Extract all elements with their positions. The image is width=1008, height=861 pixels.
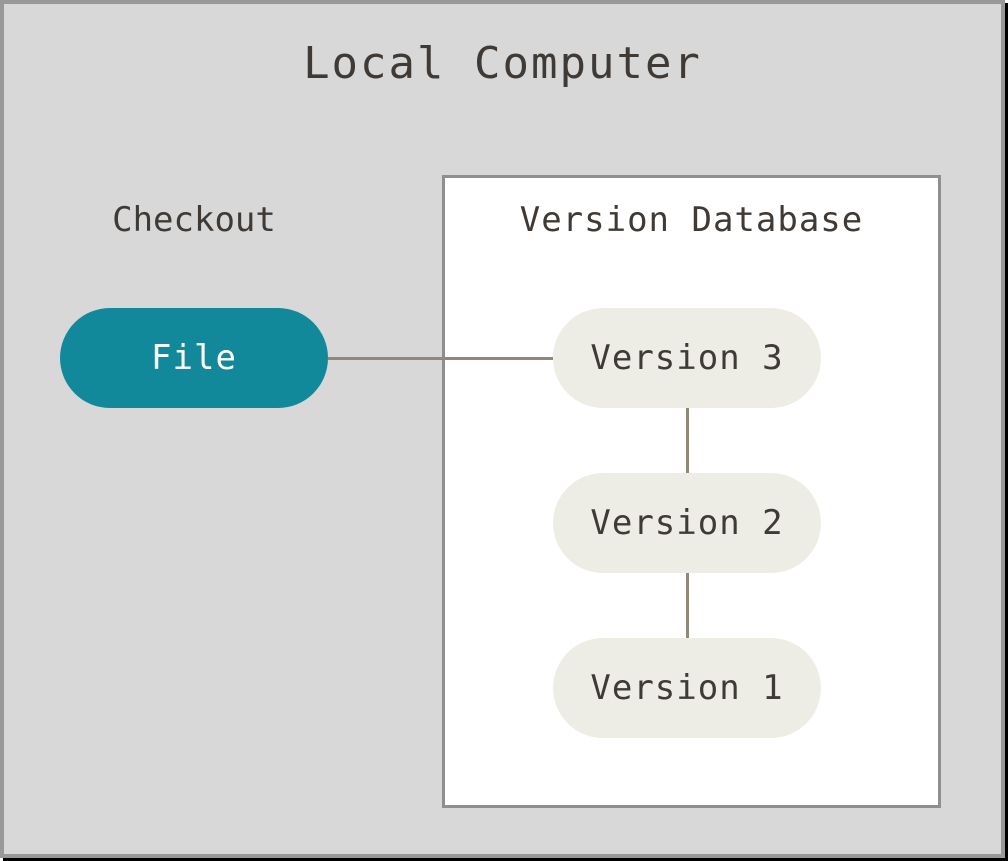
diagram-title: Local Computer: [303, 38, 702, 89]
connector-version3-to-version2: [686, 408, 689, 473]
version3-node: Version 3: [553, 308, 821, 408]
file-node: File: [60, 308, 328, 408]
version2-node: Version 2: [553, 473, 821, 573]
version-database-title: Version Database: [519, 200, 864, 240]
version1-node-label: Version 1: [590, 668, 784, 708]
connector-file-to-version3: [328, 357, 553, 360]
connector-version2-to-version1: [686, 573, 689, 638]
checkout-label: Checkout: [112, 200, 276, 240]
file-node-label: File: [151, 338, 237, 378]
version2-node-label: Version 2: [590, 503, 784, 543]
version1-node: Version 1: [553, 638, 821, 738]
version3-node-label: Version 3: [590, 338, 784, 378]
